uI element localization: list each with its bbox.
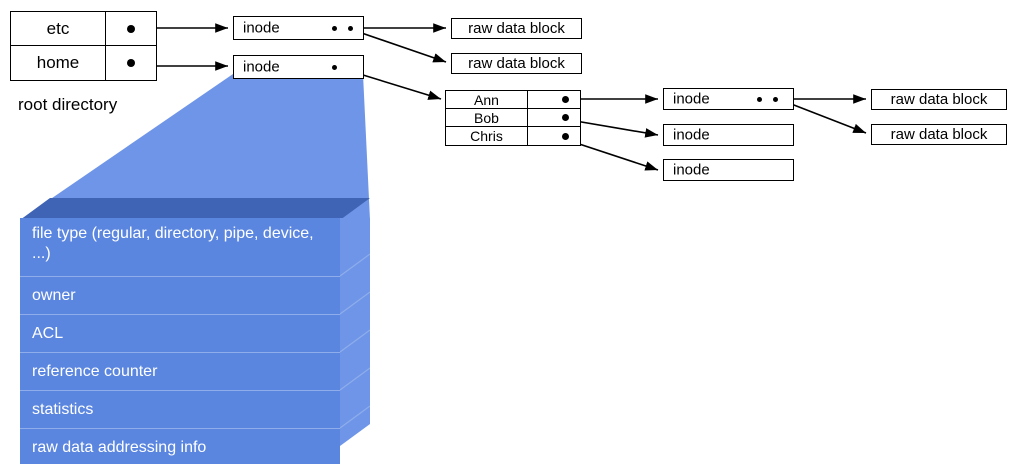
raw-data-block-label: raw data block	[468, 55, 565, 72]
inode-field-row[interactable]: statistics	[20, 390, 340, 428]
root-entry-name: etc	[11, 12, 106, 45]
inode-label: inode	[243, 19, 280, 37]
raw-data-block[interactable]: raw data block	[451, 53, 582, 74]
pointer-dot-icon	[127, 24, 135, 33]
inode-field-row[interactable]: file type (regular, directory, pipe, dev…	[20, 218, 340, 276]
pointer-dot-icon	[127, 59, 135, 67]
pointer-dot-icon	[562, 132, 569, 140]
table-row[interactable]: Chris	[446, 127, 580, 145]
inode-box-home[interactable]: inode	[233, 55, 364, 79]
pointer-dot-icon	[773, 96, 778, 102]
table-row[interactable]: etc	[11, 12, 156, 46]
pointer-dot-icon	[332, 25, 337, 31]
inode-field-row[interactable]: raw data addressing info	[20, 428, 340, 464]
pointer-dot-icon	[562, 114, 569, 121]
home-entry-pointer-cell	[528, 127, 580, 145]
pointer-dot-icon	[332, 64, 337, 70]
home-entry-name: Chris	[446, 127, 528, 145]
inode-label: inode	[243, 58, 280, 76]
inode-label: inode	[673, 161, 710, 179]
inode-box-bob[interactable]: inode	[663, 124, 794, 146]
raw-data-block-label: raw data block	[468, 20, 565, 37]
inode-field-label: statistics	[32, 400, 94, 418]
raw-data-block[interactable]: raw data block	[871, 89, 1007, 110]
inode-label: inode	[673, 126, 710, 144]
inode-field-label: file type (regular, directory, pipe, dev…	[32, 225, 314, 262]
home-entry-pointer-cell	[528, 109, 580, 126]
inode-box-ann[interactable]: inode	[663, 88, 794, 110]
stack-right-face	[340, 218, 370, 446]
table-row[interactable]: Bob	[446, 109, 580, 127]
inode-field-row[interactable]: ACL	[20, 314, 340, 352]
raw-data-block-label: raw data block	[890, 91, 988, 108]
table-row[interactable]: Ann	[446, 91, 580, 109]
home-directory-table: Ann Bob Chris	[445, 90, 581, 146]
raw-data-block[interactable]: raw data block	[871, 124, 1007, 145]
home-entry-name: Ann	[446, 91, 528, 108]
root-entry-name: home	[11, 46, 106, 80]
inode-field-row[interactable]: owner	[20, 276, 340, 314]
home-entry-pointer-cell	[528, 91, 580, 108]
root-directory-caption: root directory	[18, 95, 118, 114]
inode-field-label: ACL	[32, 324, 64, 342]
inode-box-chris[interactable]: inode	[663, 159, 794, 181]
inode-label: inode	[673, 90, 710, 108]
inode-field-label: owner	[32, 286, 76, 304]
stack-top-face	[20, 198, 370, 220]
pointer-dot-icon	[562, 96, 569, 103]
raw-data-block-label: raw data block	[890, 126, 988, 143]
root-entry-pointer-cell	[106, 46, 156, 80]
root-entry-pointer-cell	[106, 12, 156, 45]
inode-field-list: file type (regular, directory, pipe, dev…	[20, 218, 340, 464]
inode-detail-stack: file type (regular, directory, pipe, dev…	[20, 198, 370, 464]
pointer-dot-icon	[348, 25, 353, 31]
table-row[interactable]: home	[11, 46, 156, 80]
inode-box-etc[interactable]: inode	[233, 16, 364, 40]
root-directory-table: etc home	[10, 11, 157, 81]
pointer-dot-icon	[757, 96, 762, 102]
home-entry-name: Bob	[446, 109, 528, 126]
inode-field-row[interactable]: reference counter	[20, 352, 340, 390]
inode-field-label: raw data addressing info	[32, 438, 207, 456]
inode-field-label: reference counter	[32, 362, 158, 380]
raw-data-block[interactable]: raw data block	[451, 18, 582, 39]
